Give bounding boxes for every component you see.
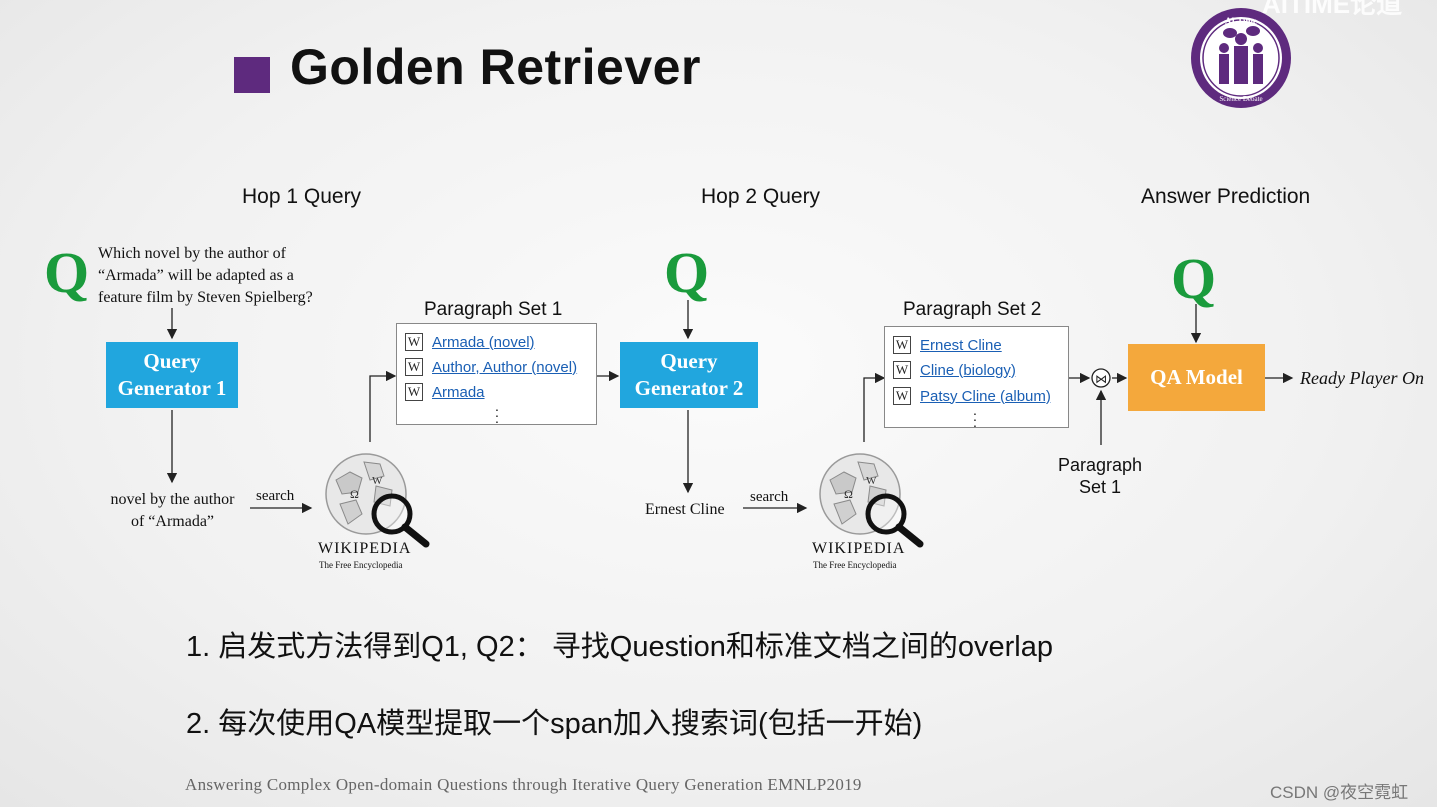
paragraph-set-1-input-label: Paragraph Set 1	[1057, 455, 1143, 497]
svg-text:Ω: Ω	[350, 487, 359, 501]
svg-text:W: W	[372, 475, 383, 487]
arrow-wiki1-to-pset1	[369, 370, 397, 442]
q-glyph-answer: Q	[1171, 246, 1217, 311]
more-ellipsis-icon: ···	[494, 401, 500, 429]
answer-heading: Answer Prediction	[1141, 185, 1311, 208]
wikipedia-w-icon: W	[405, 383, 423, 401]
paragraph-set-1-label: Paragraph Set 1	[424, 299, 563, 320]
list-item: W Patsy Cline (album)	[893, 385, 1051, 407]
wikipedia-w-icon: W	[893, 387, 911, 405]
arrow-wiki2-to-pset2	[863, 372, 886, 442]
concat-symbol: ⋈	[1095, 372, 1107, 386]
paragraph-link[interactable]: Cline (biology)	[920, 361, 1016, 379]
svg-text:W: W	[866, 475, 877, 487]
paragraph-set-1-box: W Armada (novel) W Author, Author (novel…	[396, 323, 597, 429]
logo-text: AI Time	[1225, 16, 1257, 26]
search-label-2: search	[750, 489, 789, 505]
q-glyph-hop1: Q	[44, 240, 90, 305]
hop1-heading: Hop 1 Query	[242, 185, 362, 208]
hop2-heading: Hop 2 Query	[701, 185, 821, 208]
wikipedia-w-icon: W	[893, 336, 911, 354]
wikipedia-subtitle-2: The Free Encyclopedia	[813, 560, 897, 570]
paragraph-link[interactable]: Author, Author (novel)	[432, 358, 578, 376]
hop1-generated-query: novel by the author of “Armada”	[110, 491, 235, 530]
list-item: W Armada (novel)	[405, 331, 535, 353]
wikipedia-subtitle-1: The Free Encyclopedia	[319, 560, 403, 570]
paragraph-set-2-box: W Ernest Cline W Cline (biology) W Patsy…	[884, 326, 1069, 433]
predicted-answer: Ready Player On	[1300, 368, 1424, 388]
logo-subtext: Science Debate	[1219, 95, 1262, 103]
paragraph-set-2-label: Paragraph Set 2	[903, 299, 1042, 320]
watermark-top: AITIME论道	[1262, 0, 1403, 19]
list-item: W Armada	[405, 381, 485, 403]
note-1: 1. 启发式方法得到Q1, Q2： 寻找Question和标准文档之间的over…	[186, 631, 1053, 663]
concat-node	[1091, 368, 1111, 388]
list-item: W Ernest Cline	[893, 334, 1002, 356]
wikipedia-w-icon: W	[893, 361, 911, 379]
aitime-logo: AI Time Science Debate	[1191, 8, 1291, 108]
more-ellipsis-icon: ···	[972, 405, 978, 433]
watermark-csdn: CSDN @夜空霓虹	[1270, 783, 1409, 802]
question-text: Which novel by the author of “Armada” wi…	[98, 245, 313, 306]
paragraph-link[interactable]: Armada (novel)	[432, 333, 535, 351]
list-item: W Author, Author (novel)	[405, 356, 577, 378]
svg-text:Ω: Ω	[844, 487, 853, 501]
q-glyph-hop2: Q	[664, 240, 710, 305]
wikipedia-globe-icon: Ω W	[819, 453, 924, 548]
list-item: W Cline (biology)	[893, 359, 1016, 381]
paragraph-link[interactable]: Patsy Cline (album)	[920, 387, 1051, 405]
note-2: 2. 每次使用QA模型提取一个span加入搜索词(包括一开始)	[186, 708, 923, 740]
title-square-bullet	[234, 57, 270, 93]
citation: Answering Complex Open-domain Questions …	[185, 775, 862, 794]
hop2-generated-query: Ernest Cline	[645, 501, 725, 518]
paragraph-link[interactable]: Armada	[432, 383, 485, 401]
wikipedia-globe-icon: Ω W	[325, 453, 430, 548]
wikipedia-w-icon: W	[405, 358, 423, 376]
slide-title: Golden Retriever	[290, 39, 701, 95]
wikipedia-wordmark-2: WIKIPEDIA	[812, 540, 906, 557]
search-label-1: search	[256, 488, 295, 504]
paragraph-link[interactable]: Ernest Cline	[920, 336, 1002, 354]
wikipedia-w-icon: W	[405, 333, 423, 351]
qa-model-box: QA Model	[1128, 344, 1265, 411]
wikipedia-wordmark-1: WIKIPEDIA	[318, 540, 412, 557]
